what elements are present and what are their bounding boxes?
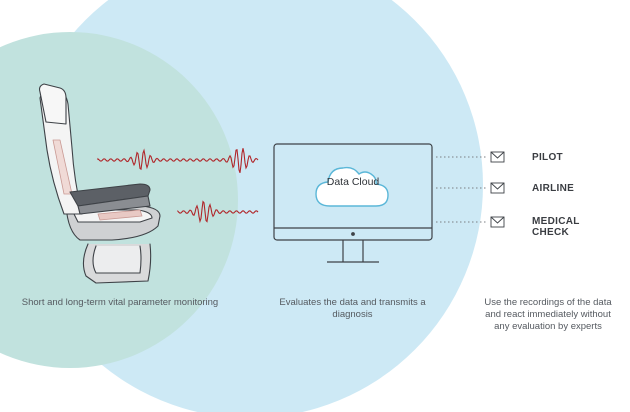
- envelope-icon: [490, 182, 505, 194]
- envelope-icon: [490, 216, 505, 228]
- connector-lines: [436, 156, 486, 223]
- recipient-medical-check: MEDICAL CHECK: [532, 216, 580, 238]
- data-cloud-label: Data Cloud: [326, 176, 380, 188]
- caption-monitoring: Short and long-term vital parameter moni…: [21, 297, 219, 308]
- caption-diagnosis: Evaluates the data and transmits a diagn…: [279, 297, 426, 320]
- aircraft-seat-illustration: [38, 83, 161, 284]
- recipient-airline: AIRLINE: [532, 183, 575, 194]
- vital-signal-wave-lower: [177, 200, 259, 224]
- envelope-icon: [490, 151, 505, 163]
- caption-react: Use the recordings of the data and react…: [484, 297, 612, 332]
- vital-signal-wave-upper: [97, 148, 259, 174]
- monitor-illustration: [273, 143, 433, 263]
- recipient-pilot: PILOT: [532, 152, 563, 163]
- data-cloud-icon: [315, 166, 389, 207]
